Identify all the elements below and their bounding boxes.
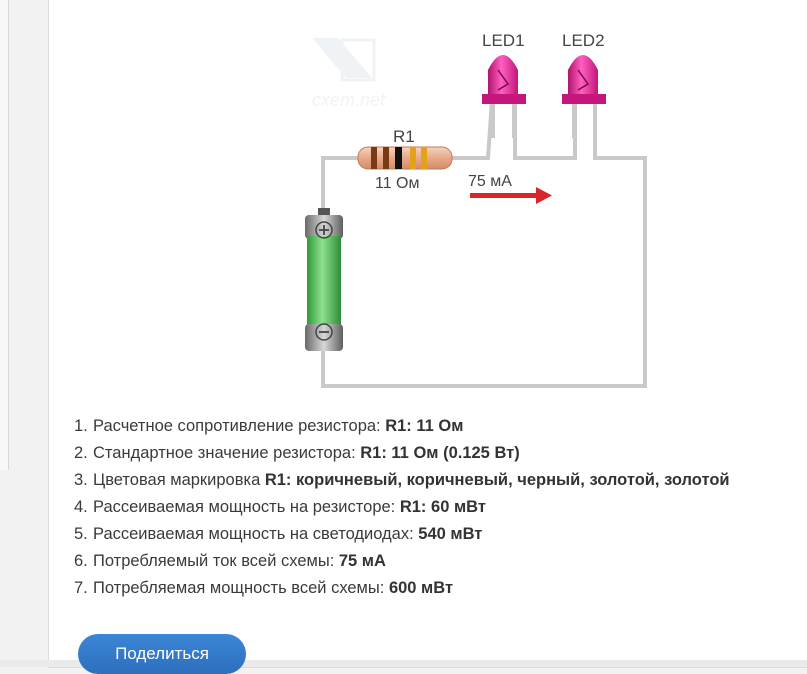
- resistor-r1: [357, 146, 453, 170]
- battery-icon: [305, 208, 343, 351]
- bottom-edge: [0, 660, 807, 667]
- resistor-band-gold-2: [421, 147, 427, 169]
- current-arrow-icon: [470, 187, 552, 204]
- resistor-band-black: [395, 147, 402, 169]
- resistor-band-gold-1: [410, 147, 416, 169]
- watermark-logo: cxem.net: [312, 38, 386, 110]
- list-item: 1.Расчетное сопротивление резистора: R1:…: [74, 417, 464, 435]
- led1-icon: [482, 55, 526, 138]
- led2-icon: [562, 55, 606, 138]
- circuit-diagram: cxem.net R1 11 Ом 75 мА LED1: [305, 31, 647, 388]
- led2-label: LED2: [562, 31, 605, 50]
- circuit-wires: [321, 99, 647, 388]
- list-item: 4.Рассеиваемая мощность на резисторе: R1…: [74, 498, 486, 516]
- list-item: 6.Потребляемый ток всей схемы: 75 мА: [74, 552, 386, 570]
- resistor-band-brown-1: [371, 147, 377, 169]
- content-card: [48, 0, 807, 668]
- watermark-text: cxem.net: [312, 90, 386, 110]
- led1-label: LED1: [482, 31, 525, 50]
- list-item: 3.Цветовая маркировка R1: коричневый, ко…: [74, 471, 730, 489]
- minus-icon: [315, 323, 333, 341]
- left-panel-edge: [0, 0, 9, 470]
- resistor-band-brown-2: [383, 147, 389, 169]
- list-item: 5.Рассеиваемая мощность на светодиодах: …: [74, 525, 483, 543]
- current-label: 75 мА: [468, 173, 512, 190]
- resistor-label: R1: [393, 127, 415, 146]
- share-button[interactable]: Поделиться: [78, 634, 246, 674]
- plus-icon: [315, 221, 333, 239]
- resistor-value: 11 Ом: [375, 175, 420, 192]
- list-item: 7.Потребляемая мощность всей схемы: 600 …: [74, 579, 454, 597]
- results-list: 1.Расчетное сопротивление резистора: R1:…: [74, 413, 730, 602]
- list-item: 2.Стандартное значение резистора: R1: 11…: [74, 444, 520, 462]
